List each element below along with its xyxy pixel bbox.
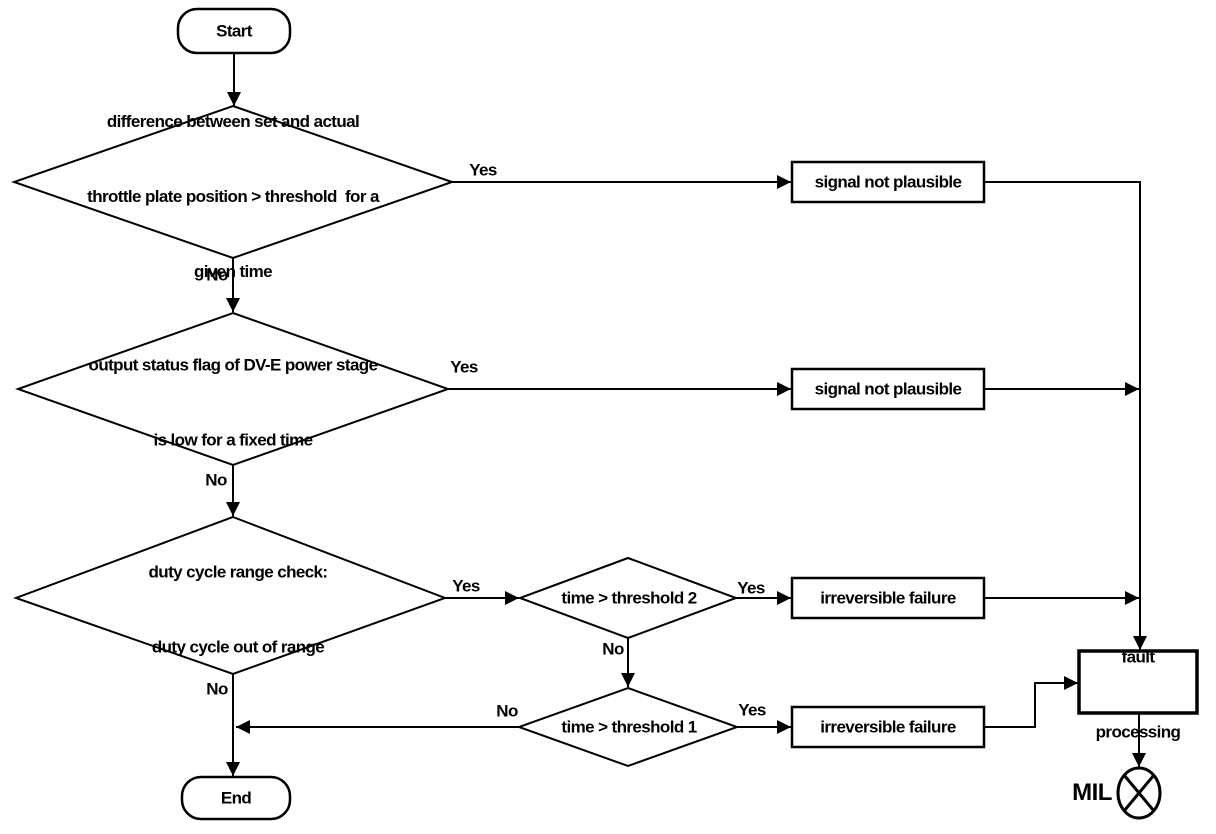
decision-1-label: difference between set and actual thrott… — [87, 59, 379, 309]
start-node-shape — [176, 7, 292, 55]
process-1-shape — [790, 160, 986, 204]
process-4-label: irreversible failure — [820, 717, 956, 737]
decision-2-label: output status flag of DV-E power stage i… — [89, 303, 378, 478]
label-line: duty cycle out of range — [151, 637, 325, 657]
start-label: Start — [216, 21, 252, 41]
edge-label-decision4-yes: Yes — [737, 578, 765, 598]
label-line: duty cycle range check: — [148, 562, 329, 582]
process-1-label: signal not plausible — [814, 172, 962, 192]
end-node-shape — [180, 775, 292, 821]
edge-label-decision1-no: No — [206, 265, 228, 285]
process-4-shape — [790, 705, 986, 749]
mil-label: MIL — [1072, 779, 1112, 806]
label-line: processing — [1095, 722, 1181, 742]
label-line: difference between set and actual — [106, 112, 360, 131]
edge-label-decision3-no: No — [206, 679, 228, 699]
edge-label-decision2-no: No — [205, 470, 227, 490]
edge-label-decision5-no: No — [496, 701, 518, 721]
fault-processing-shape — [1077, 649, 1199, 715]
edge-label-decision5-yes: Yes — [738, 700, 766, 720]
decision-4-shape — [517, 556, 739, 640]
decision-4-label: time > threshold 2 — [561, 588, 697, 608]
label-line: given time — [193, 262, 273, 281]
decision-2-shape — [14, 311, 452, 467]
decision-1-shape — [10, 104, 456, 260]
edge-label-decision3-yes: Yes — [452, 576, 480, 596]
edge-label-decision1-yes: Yes — [469, 160, 497, 180]
process-2-shape — [790, 367, 986, 411]
decision-3-label: duty cycle range check: duty cycle out o… — [148, 510, 329, 685]
edge-process1-to-fault — [984, 181, 1147, 650]
decision-5-label: time > threshold 1 — [561, 717, 697, 737]
edge-process4-to-fault — [984, 676, 1078, 728]
label-line: throttle plate position > threshold for … — [87, 187, 379, 206]
process-2-label: signal not plausible — [814, 379, 962, 399]
label-line: output status flag of DV-E power stage — [88, 355, 378, 375]
edge-label-decision2-yes: Yes — [450, 357, 478, 377]
edge-label-decision4-no: No — [602, 639, 624, 659]
end-label: End — [220, 788, 252, 808]
decision-5-shape — [516, 686, 740, 768]
fault-processing-label: fault processing — [1096, 595, 1181, 770]
label-line: is low for a fixed time — [153, 430, 313, 450]
decision-3-shape — [13, 515, 448, 676]
mil-cross-line — [1122, 774, 1156, 812]
process-3-shape — [790, 576, 986, 620]
label-line: fault — [1121, 647, 1155, 667]
process-3-label: irreversible failure — [820, 588, 956, 608]
